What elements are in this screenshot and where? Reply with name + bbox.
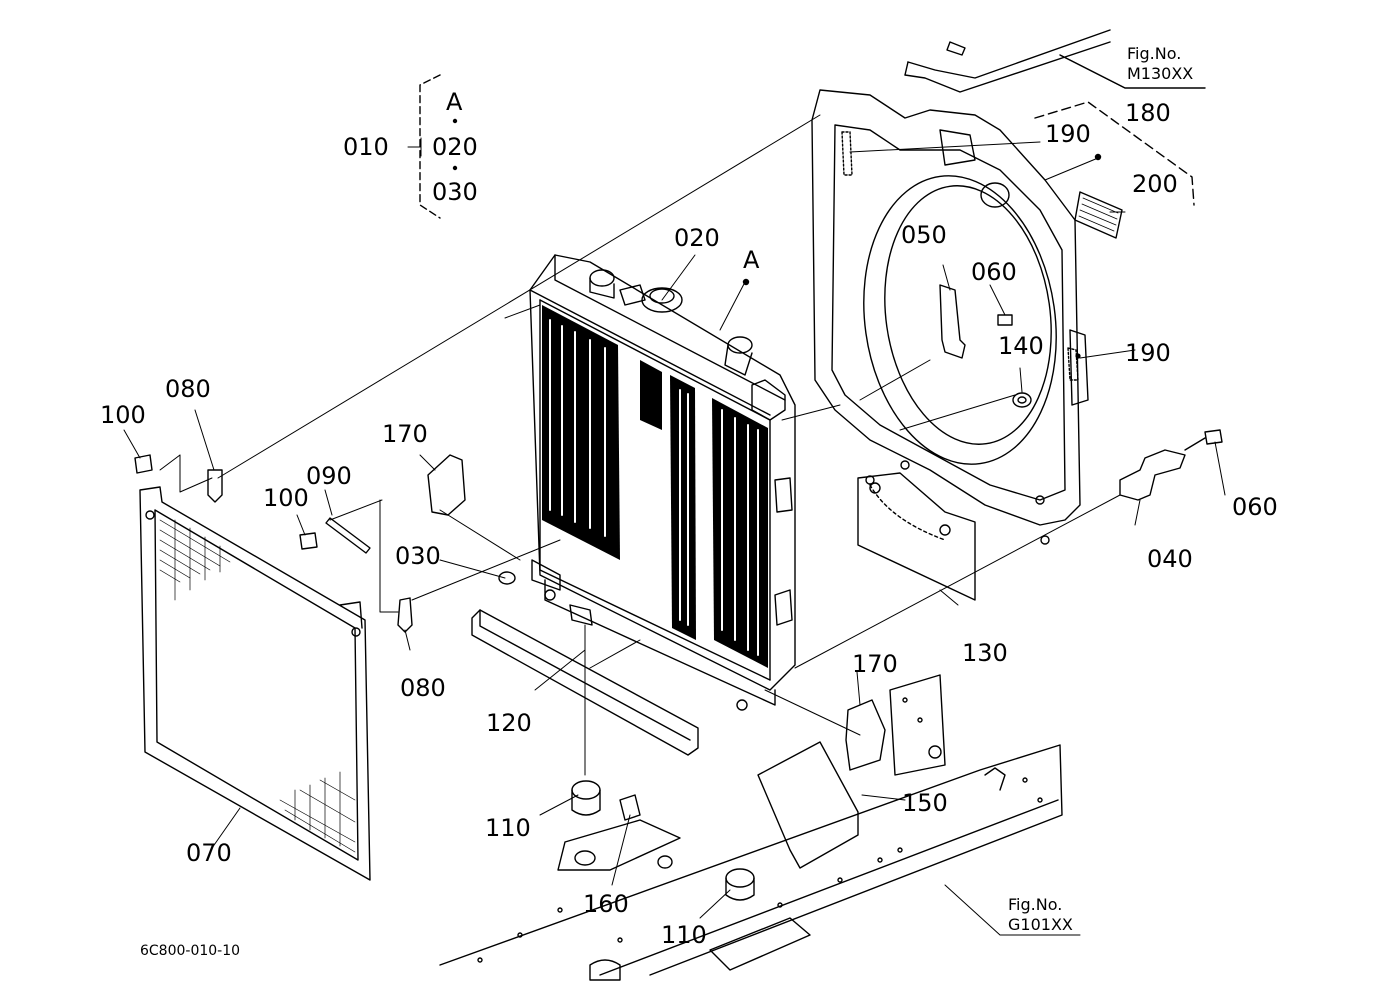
fig-ref-g101xx-line2: G101XX xyxy=(1008,915,1073,934)
callout-140: 140 xyxy=(998,332,1044,360)
fig-ref-m130xx-line2: M130XX xyxy=(1127,64,1194,83)
callout-group-030: 030 xyxy=(432,178,478,206)
fan-shroud xyxy=(811,89,1089,545)
callout-160: 160 xyxy=(583,890,629,918)
fig-ref-m130xx: Fig.No. M130XX xyxy=(1127,44,1193,84)
callout-200: 200 xyxy=(1132,170,1178,198)
callout-170-lower: 170 xyxy=(852,650,898,678)
callout-100-center: 100 xyxy=(263,484,309,512)
fig-ref-g101xx: Fig.No. G101XX xyxy=(1008,895,1073,935)
drawing-code: 6C800-010-10 xyxy=(140,943,241,959)
callout-group-020: 020 xyxy=(432,133,478,161)
callout-110-left: 110 xyxy=(485,814,531,842)
callout-120: 120 xyxy=(486,709,532,737)
callout-050: 050 xyxy=(901,221,947,249)
screen-mesh xyxy=(159,519,356,853)
callout-060-upper: 060 xyxy=(971,258,1017,286)
callout-080-upper: 080 xyxy=(165,375,211,403)
callout-180: 180 xyxy=(1125,99,1171,127)
decal-200 xyxy=(1074,191,1123,239)
callout-030: 030 xyxy=(395,542,441,570)
callout-150: 150 xyxy=(902,789,948,817)
callout-190-right: 190 xyxy=(1125,339,1171,367)
fig-ref-m130xx-line1: Fig.No. xyxy=(1127,44,1182,63)
callout-060-right: 060 xyxy=(1232,493,1278,521)
callout-marker-a: A xyxy=(743,246,760,274)
callout-080-lower: 080 xyxy=(400,674,446,702)
callout-040: 040 xyxy=(1147,545,1193,573)
callout-130: 130 xyxy=(962,639,1008,667)
callout-020: 020 xyxy=(674,224,720,252)
callout-110-right: 110 xyxy=(661,921,707,949)
callout-010: 010 xyxy=(343,133,389,161)
callout-100-left: 100 xyxy=(100,401,146,429)
screen-070 xyxy=(139,486,371,881)
radiator-core xyxy=(529,254,796,711)
fig-ref-g101xx-line1: Fig.No. xyxy=(1008,895,1063,914)
radiator-core-highlights xyxy=(549,319,759,656)
callout-group-marker-a: A xyxy=(446,88,463,116)
callout-170-upper: 170 xyxy=(382,420,428,448)
callout-090: 090 xyxy=(306,462,352,490)
callout-070: 070 xyxy=(186,839,232,867)
cover-plate-130 xyxy=(857,472,976,601)
callout-190-upper: 190 xyxy=(1045,120,1091,148)
